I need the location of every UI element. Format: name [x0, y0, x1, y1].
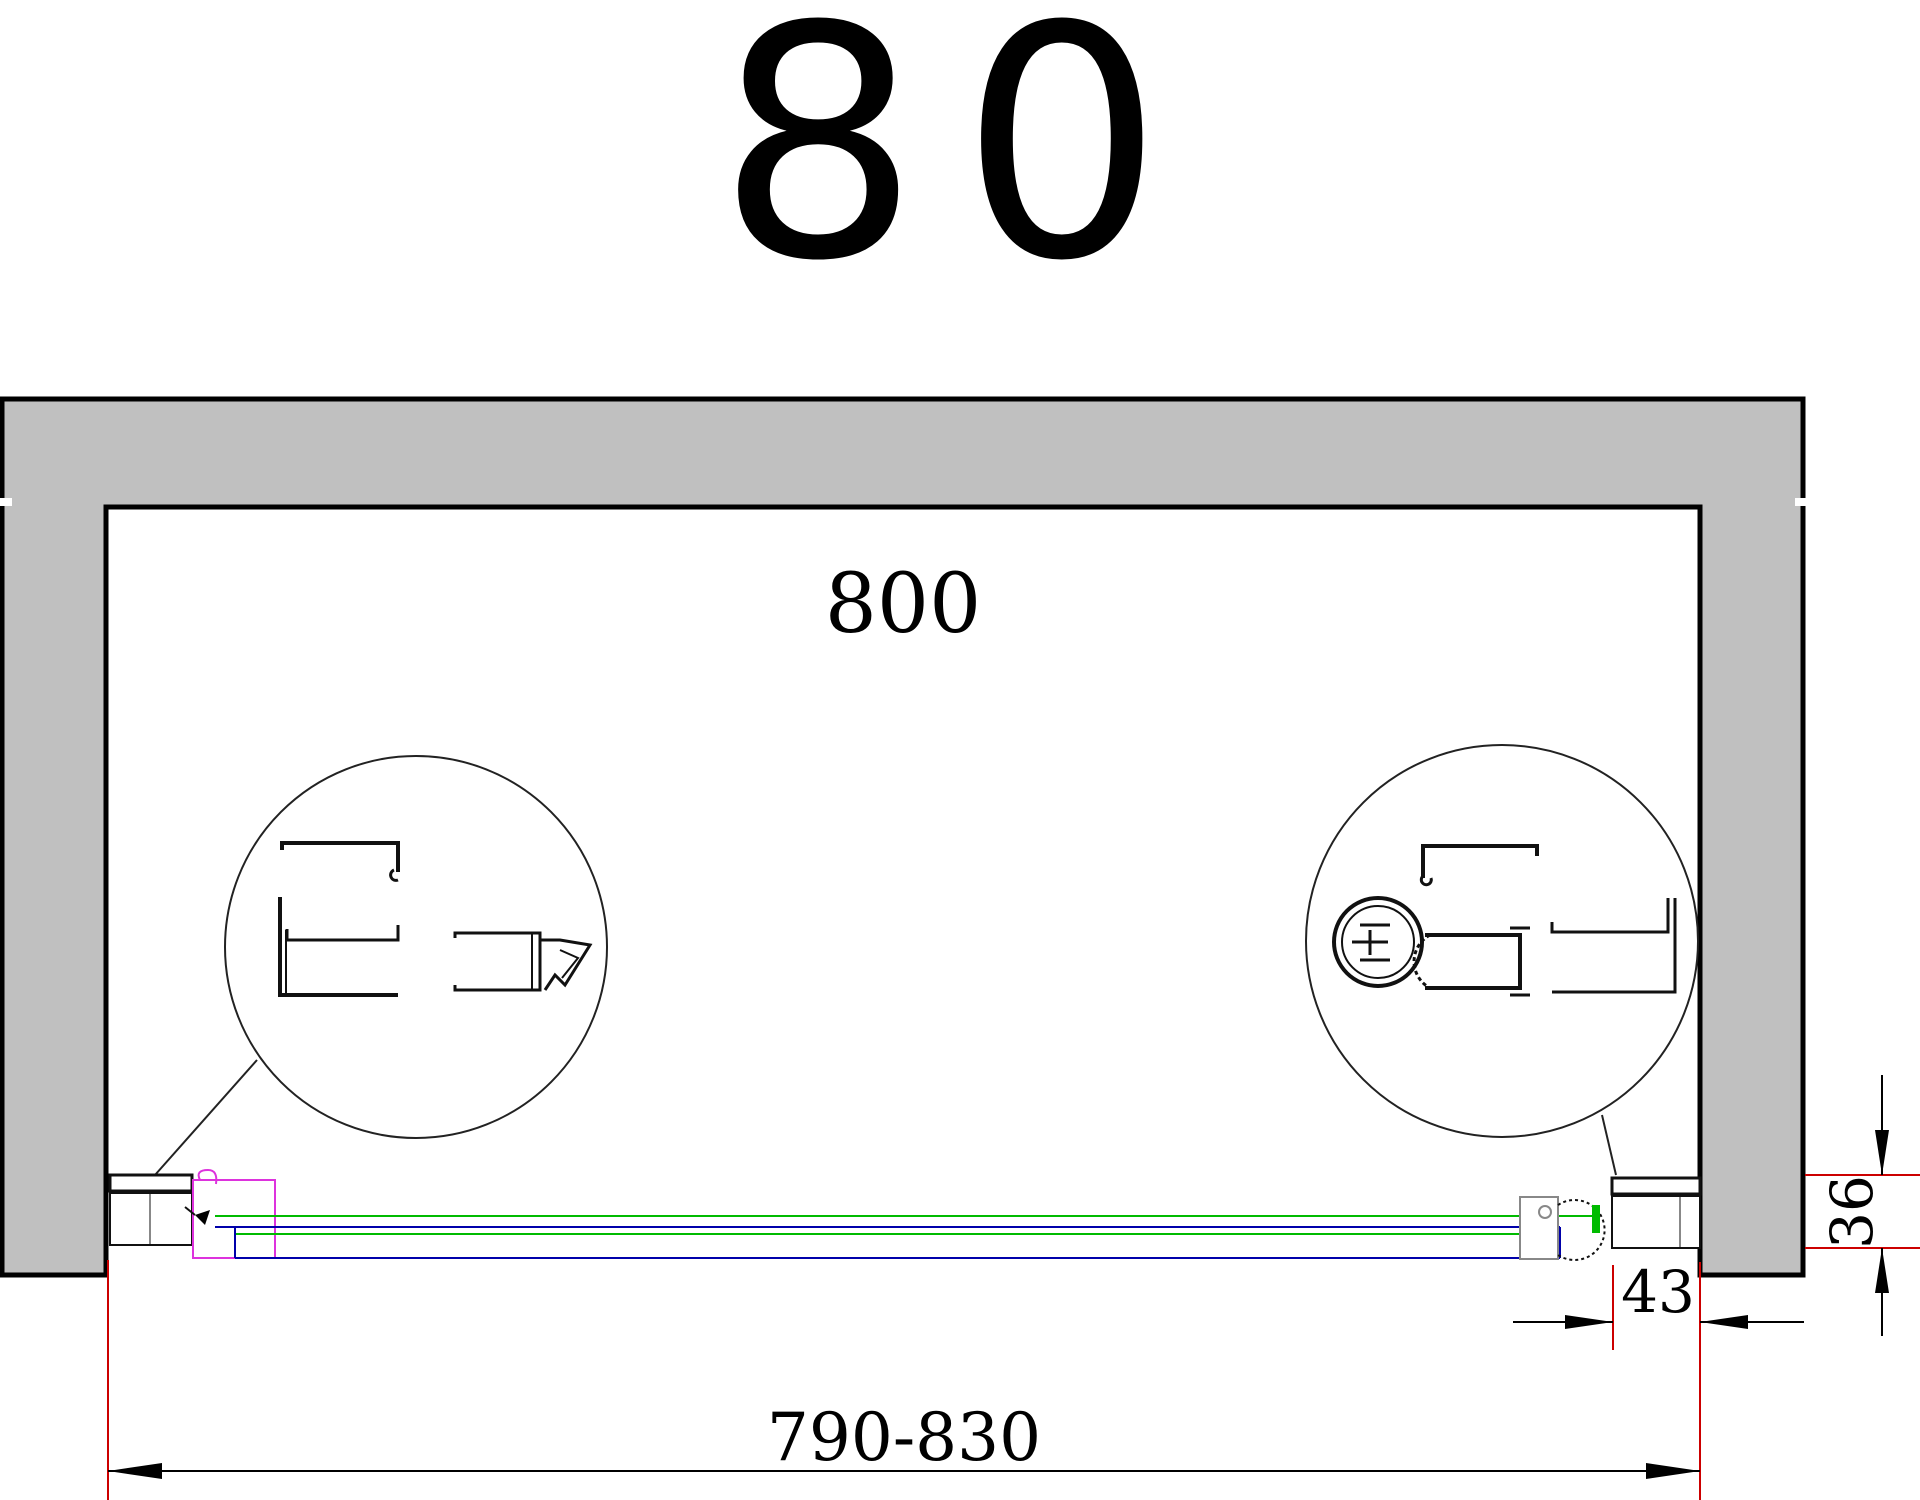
overall-width-dimension — [107, 1260, 1701, 1500]
right-door-profile — [1519, 1176, 1702, 1261]
adjustment-range-label: 790-830 — [767, 1399, 1041, 1476]
side-gap-dimension — [1513, 1265, 1804, 1350]
sliding-glass-panels — [215, 1215, 1595, 1259]
left-detail-circle — [154, 755, 608, 1176]
depth-dimension — [1805, 1075, 1920, 1336]
model-size-title: 80 — [716, 0, 1204, 331]
left-wall-profile — [108, 1168, 276, 1259]
right-detail-circle — [1305, 744, 1699, 1176]
inner-width-label: 800 — [825, 557, 982, 652]
side-gap-label: 43 — [1621, 1258, 1695, 1326]
wall-enclosure — [0, 396, 1806, 1278]
depth-label: 36 — [1818, 1175, 1886, 1249]
